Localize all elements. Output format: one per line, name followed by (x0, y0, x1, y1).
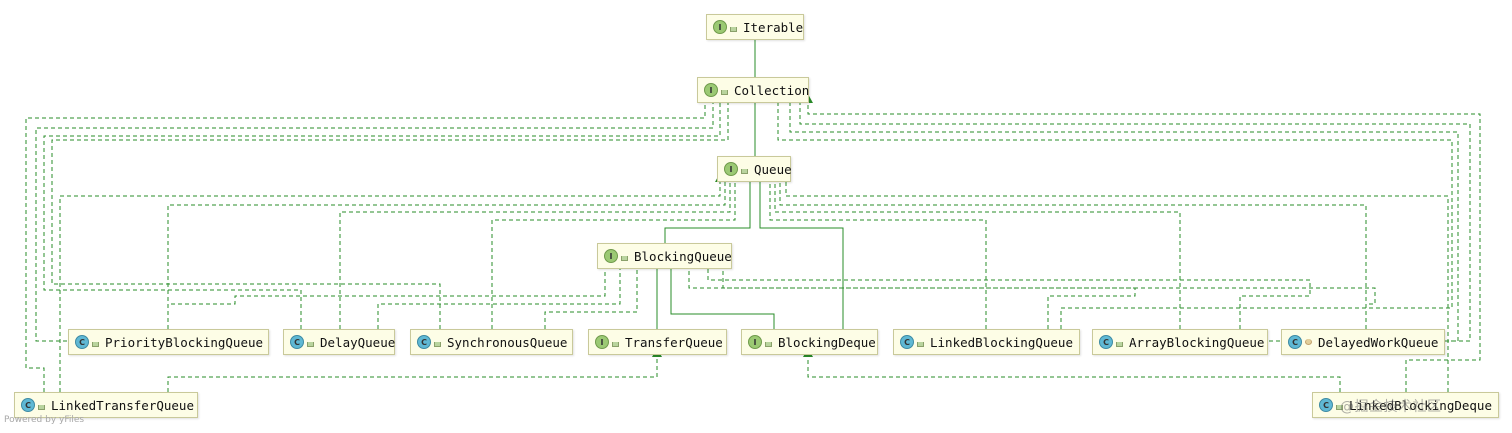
node-label: DelayedWorkQueue (1318, 334, 1439, 350)
public-visibility-icon (741, 168, 748, 174)
edge-delay-queue-to-blocking-queue (377, 260, 625, 329)
public-visibility-icon (307, 341, 314, 347)
node-linked-blocking-deque[interactable]: C LinkedBlockingDeque (1312, 392, 1499, 418)
node-priority-blocking-queue[interactable]: C PriorityBlockingQueue (68, 329, 269, 355)
edge-delayed-work-queue-to-queue (775, 173, 1367, 329)
edge-linked-blocking-queue-to-queue (765, 173, 987, 329)
interface-badge-icon: I (748, 335, 762, 349)
edge-linked-blocking-queue-to-collection (773, 94, 1453, 329)
edge-linked-blocking-queue-to-blocking-queue (718, 260, 1136, 329)
edge-priority-blocking-queue-to-collection (35, 94, 718, 342)
public-visibility-icon (38, 404, 45, 410)
edge-linked-blocking-deque-to-collection (803, 94, 1481, 392)
public-visibility-icon (721, 89, 728, 95)
class-badge-icon: C (75, 335, 89, 349)
edge-linked-transfer-queue-to-transfer-queue (167, 348, 662, 392)
edge-blocking-deque-to-blocking-queue (666, 260, 775, 329)
interface-badge-icon: I (604, 249, 618, 263)
edge-delay-queue-to-queue (339, 173, 735, 329)
package-private-icon (1305, 339, 1312, 345)
node-blocking-deque[interactable]: I BlockingDeque (741, 329, 878, 355)
node-label: SynchronousQueue (447, 334, 568, 350)
edge-array-blocking-queue-to-queue (770, 173, 1181, 329)
class-badge-icon: C (900, 335, 914, 349)
node-label: DelayQueue (320, 334, 396, 350)
edge-delayed-work-queue-to-collection (795, 94, 1471, 342)
node-collection[interactable]: I Collection (697, 77, 809, 103)
node-delay-queue[interactable]: C DelayQueue (283, 329, 395, 355)
interface-badge-icon: I (704, 83, 718, 97)
edge-delayed-work-queue-to-blocking-queue (684, 260, 1376, 329)
node-linked-blocking-queue[interactable]: C LinkedBlockingQueue (893, 329, 1080, 355)
node-transfer-queue[interactable]: I TransferQueue (588, 329, 727, 355)
public-visibility-icon (917, 341, 924, 347)
node-linked-transfer-queue[interactable]: C LinkedTransferQueue (14, 392, 198, 418)
node-label: Collection (734, 82, 810, 98)
node-label: LinkedBlockingDeque (1349, 397, 1492, 413)
node-iterable[interactable]: I Iterable (706, 14, 804, 40)
node-label: BlockingDeque (778, 334, 876, 350)
edge-linked-transfer-queue-to-queue (59, 173, 725, 392)
edge-synchronous-queue-to-blocking-queue (544, 260, 642, 329)
footer-note: Powered by yFiles (4, 415, 85, 425)
interface-badge-icon: I (595, 335, 609, 349)
public-visibility-icon (92, 341, 99, 347)
edge-linked-blocking-deque-to-queue (781, 173, 1449, 392)
public-visibility-icon (434, 341, 441, 347)
class-badge-icon: C (417, 335, 431, 349)
public-visibility-icon (1116, 341, 1123, 347)
edge-priority-blocking-queue-to-blocking-queue (167, 260, 610, 329)
class-badge-icon: C (1288, 335, 1302, 349)
edge-delay-queue-to-collection (43, 94, 725, 329)
edge-blocking-deque-to-queue (755, 173, 844, 329)
public-visibility-icon (612, 341, 619, 347)
edge-synchronous-queue-to-collection (51, 94, 733, 329)
node-label: PriorityBlockingQueue (105, 334, 264, 350)
edge-array-blocking-queue-to-blocking-queue (703, 260, 1311, 329)
public-visibility-icon (1336, 404, 1343, 410)
node-label: ArrayBlockingQueue (1129, 334, 1265, 350)
public-visibility-icon (765, 341, 772, 347)
node-delayed-work-queue[interactable]: C DelayedWorkQueue (1281, 329, 1445, 355)
class-badge-icon: C (1099, 335, 1113, 349)
edge-synchronous-queue-to-queue (491, 173, 740, 329)
node-blocking-queue[interactable]: I BlockingQueue (597, 243, 732, 269)
watermark: @掘金技术社区 (1340, 399, 1442, 415)
edge-priority-blocking-queue-to-queue (167, 173, 730, 329)
edge-linked-transfer-queue-to-collection (25, 94, 710, 392)
class-badge-icon: C (1319, 398, 1333, 412)
node-label: LinkedTransferQueue (51, 397, 194, 413)
edge-array-blocking-queue-to-collection (785, 94, 1459, 342)
node-label: Queue (754, 161, 792, 177)
edge-blocking-queue-to-queue (664, 173, 755, 243)
node-label: TransferQueue (625, 334, 723, 350)
edge-linked-blocking-deque-to-blocking-deque (803, 348, 1341, 392)
node-label: Iterable (743, 19, 804, 35)
node-label: BlockingQueue (634, 248, 732, 264)
public-visibility-icon (730, 26, 737, 32)
node-array-blocking-queue[interactable]: C ArrayBlockingQueue (1092, 329, 1268, 355)
node-synchronous-queue[interactable]: C SynchronousQueue (410, 329, 573, 355)
public-visibility-icon (621, 255, 628, 261)
interface-badge-icon: I (724, 162, 738, 176)
node-label: LinkedBlockingQueue (930, 334, 1073, 350)
interface-badge-icon: I (713, 20, 727, 34)
node-queue[interactable]: I Queue (717, 156, 792, 182)
class-badge-icon: C (21, 398, 35, 412)
class-badge-icon: C (290, 335, 304, 349)
